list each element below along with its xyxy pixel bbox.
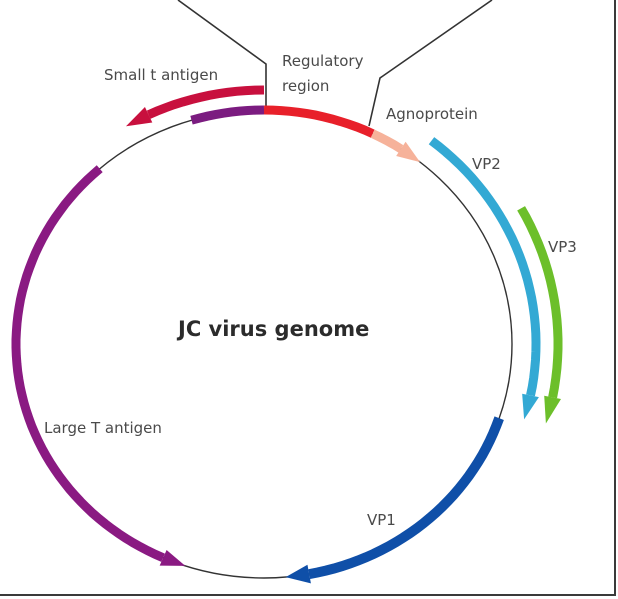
label-vp1: VP1 (367, 511, 396, 529)
small-t-antigen-arc (146, 85, 265, 119)
vp1-arc (308, 416, 504, 580)
large-t-antigen-arc (11, 165, 165, 562)
label-regulatory-line1: Regulatory (282, 52, 364, 70)
label-agnoprotein: Agnoprotein (386, 105, 478, 123)
vp2-arrowhead (522, 393, 539, 420)
agnoprotein-arrowhead (396, 141, 421, 163)
large-t-antigen-segment-arc (190, 105, 265, 125)
label-vp3: VP3 (548, 238, 577, 256)
label-small-t-antigen: Small t antigen (104, 66, 218, 84)
regulatory-region-arc (263, 105, 375, 138)
agnoprotein-arc (370, 129, 404, 153)
vp3-arc (517, 206, 563, 399)
large-t-antigen-arrowhead (159, 549, 186, 566)
genome-title: JC virus genome (176, 317, 369, 341)
label-regulatory-line2: region (282, 77, 329, 95)
agnoprotein-callout-line (368, 0, 493, 127)
vp3-arrowhead (544, 395, 561, 424)
label-vp2: VP2 (472, 155, 501, 173)
regulatory-callout-line (177, 0, 267, 108)
vp1-arrowhead (285, 564, 311, 584)
label-large-t-antigen: Large T antigen (44, 419, 162, 437)
small-t-antigen-arrowhead (125, 107, 153, 127)
vp2-arc (428, 137, 541, 397)
